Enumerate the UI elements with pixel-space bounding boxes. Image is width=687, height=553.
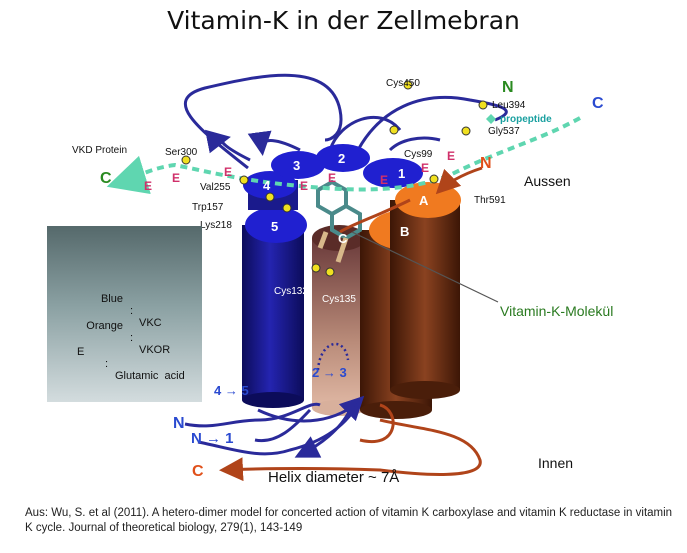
residue-markers [181,80,488,277]
vitamin-k-molecule [316,179,362,263]
legend-row-glutamic: E : Glutamic acid [47,334,185,394]
dotted-2-3-path [316,342,350,371]
label-n-orange: N [480,155,492,172]
e-marker: E [328,171,336,185]
label-2-to-3: 2 → 3 [312,365,347,380]
orange-loops [219,166,483,482]
label-aussen: Aussen [524,173,571,189]
label-innen: Innen [538,455,573,471]
residue-labels: VKD Protein Ser300 Val255 Trp157 Lys218 … [72,78,526,305]
e-marker: E [447,149,455,163]
legend-value: Glutamic acid [115,370,185,382]
glutamic-acid-markers: E E E E E E E E [144,149,455,193]
helix-label-A: A [419,193,429,208]
label-n-bottom: N [173,415,185,432]
e-marker: E [300,179,308,193]
label-val255: Val255 [200,182,231,193]
label-vkd-protein: VKD Protein [72,145,127,156]
terminus-labels: N C C N N N → 1 C 4 → 5 2 → 3 [100,79,604,480]
legend-value: VKOR [139,344,171,356]
propeptide-diamond [486,114,496,124]
e-marker: E [421,161,429,175]
helix-label-C: C [338,231,348,246]
source-citation: Aus: Wu, S. et al (2011). A hetero-dimer… [25,507,673,534]
label-propeptide: propeptide [500,114,552,125]
helix-label-1: 1 [398,166,405,181]
label-4-to-5: 4 → 5 [214,383,249,398]
vitamin-k-pointer-line [351,231,499,303]
vkd-protein-path [106,116,581,195]
label-thr591: Thr591 [474,195,506,206]
legend-row-vkc: Blue : VKC [47,281,162,341]
label-cys135: Cys135 [322,294,356,305]
label-n-top: N [502,79,514,96]
label-lys218: Lys218 [200,220,232,231]
helix-2 [316,144,370,172]
label-cys99: Cys99 [404,149,433,160]
legend-sep: : [105,358,109,370]
legend-sep: : [130,332,134,344]
region-labels: Aussen Innen Vitamin-K-Molekül Helix dia… [268,173,613,486]
upper-loops [183,73,508,170]
legend-key: E [77,346,85,358]
e-marker: E [144,179,152,193]
label-ser300: Ser300 [165,147,198,158]
helix-label-5: 5 [271,219,278,234]
label-trp157: Trp157 [192,202,224,213]
helix-number-labels: 1 2 3 4 5 A B C [263,151,429,246]
helix-label-B: B [400,224,409,239]
legend-value: VKC [139,317,162,329]
helix-label-4: 4 [263,178,271,193]
helix-label-2: 2 [338,151,345,166]
label-cys450: Cys450 [386,78,420,89]
label-gly537: Gly537 [488,126,520,137]
legend-key: Orange [86,320,123,332]
label-cys132: Cys132 [274,286,308,297]
helix-5 [242,207,307,408]
label-leu394: Leu394 [492,100,526,111]
helix-1 [363,158,423,188]
label-c-bottom: C [192,463,204,480]
legend-key: Blue [100,293,123,305]
label-c-left: C [100,170,112,187]
e-marker: E [224,165,232,179]
page-title: Vitamin-K in der Zellmebran [167,6,520,35]
e-marker: E [172,171,180,185]
helix-3 [271,151,325,179]
label-helix-diameter: Helix diameter ~ 7Å [268,469,399,486]
e-marker: E [380,173,388,187]
legend-box: Blue : VKC Orange : VKOR E : Glutamic ac… [47,226,202,402]
label-vitamin-k-molecule: Vitamin-K-Molekül [500,303,613,319]
helix-label-3: 3 [293,158,300,173]
label-n-to-one: N → 1 [191,430,234,447]
label-c-top: C [592,95,604,112]
helix-A [390,182,461,399]
legend-row-vkor: Orange : VKOR [47,308,170,368]
lower-loops [184,395,365,458]
legend-sep: : [130,305,134,317]
